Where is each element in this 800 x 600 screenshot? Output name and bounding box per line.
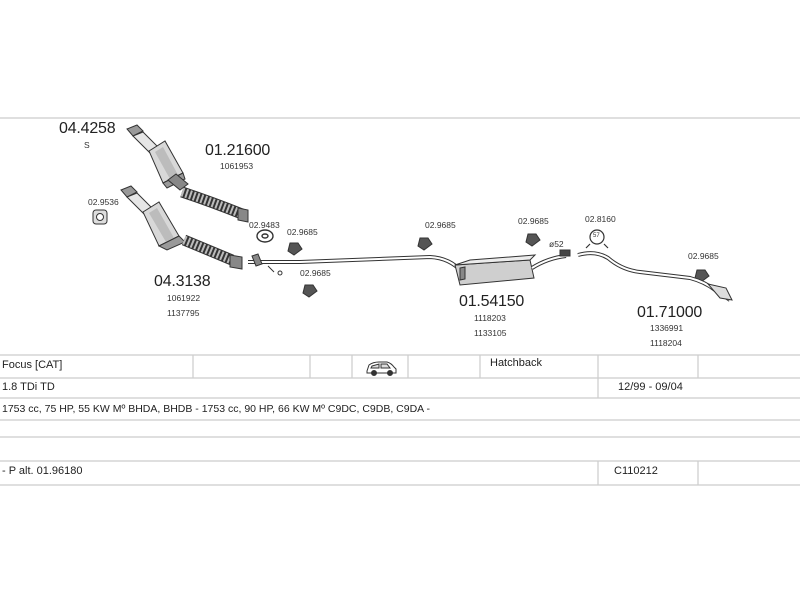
flex-pipe-upper [167, 173, 249, 223]
flex-pipe-lower [181, 234, 243, 270]
silencer-muffler [454, 254, 567, 286]
clamp-52-label: ø52 [549, 239, 564, 249]
catalytic-converter-lower [120, 185, 186, 251]
part-ref1-01-54150: 1118203 [474, 313, 506, 323]
part-number-02-9685-e: 02.9685 [688, 251, 719, 261]
part-number-04-4258: 04.4258 [59, 120, 116, 137]
clamp-57-icon [585, 229, 609, 249]
part-ref2-01-71000: 1118204 [650, 338, 682, 348]
rubber-hanger-icon [287, 233, 710, 298]
clamp-57-label: 57 [593, 233, 600, 239]
alternative-note: - P alt. 01.96180 [2, 465, 83, 477]
rear-pipe [577, 251, 733, 302]
part-number-02-9685-d: 02.9685 [518, 216, 549, 226]
frame-lines [0, 117, 800, 486]
vehicle-body-type: Hatchback [490, 357, 542, 369]
catalytic-converter-upper [126, 124, 186, 189]
part-number-02-9685-a: 02.9685 [287, 227, 318, 237]
vehicle-model: Focus [CAT] [2, 359, 63, 371]
clamp-icon [559, 249, 571, 257]
ring-clamp-icon [256, 229, 274, 243]
part-number-01-71000: 01.71000 [637, 304, 703, 321]
part-number-02-9536: 02.9536 [88, 197, 119, 207]
part-number-01-21600: 01.21600 [205, 142, 271, 159]
part-ref2-04-3138: 1137795 [167, 308, 200, 318]
part-number-02-8160: 02.8160 [585, 214, 616, 224]
part-ref2-01-54150: 1133105 [474, 328, 507, 338]
part-number-04-3138: 04.3138 [154, 273, 211, 290]
part-ref1-01-71000: 1336991 [650, 323, 684, 333]
diagram-code: C110212 [614, 465, 658, 477]
part-number-02-9685-b: 02.9685 [300, 268, 331, 278]
vehicle-date-range: 12/99 - 09/04 [618, 381, 683, 393]
part-sub-04-4258: S [84, 140, 90, 150]
part-number-02-9483: 02.9483 [249, 220, 280, 230]
part-ref-01-21600: 1061953 [220, 161, 254, 171]
part-ref1-04-3138: 1061922 [167, 293, 201, 303]
part-number-02-9685-c: 02.9685 [425, 220, 456, 230]
vehicle-spec: 1753 cc, 75 HP, 55 KW Mº BHDA, BHDB - 17… [2, 403, 431, 415]
part-number-01-54150: 01.54150 [459, 293, 525, 310]
middle-pipe [248, 253, 464, 276]
car-hatchback-icon [366, 361, 397, 376]
gasket-icon [92, 209, 108, 225]
vehicle-engine: 1.8 TDi TD [2, 381, 55, 393]
